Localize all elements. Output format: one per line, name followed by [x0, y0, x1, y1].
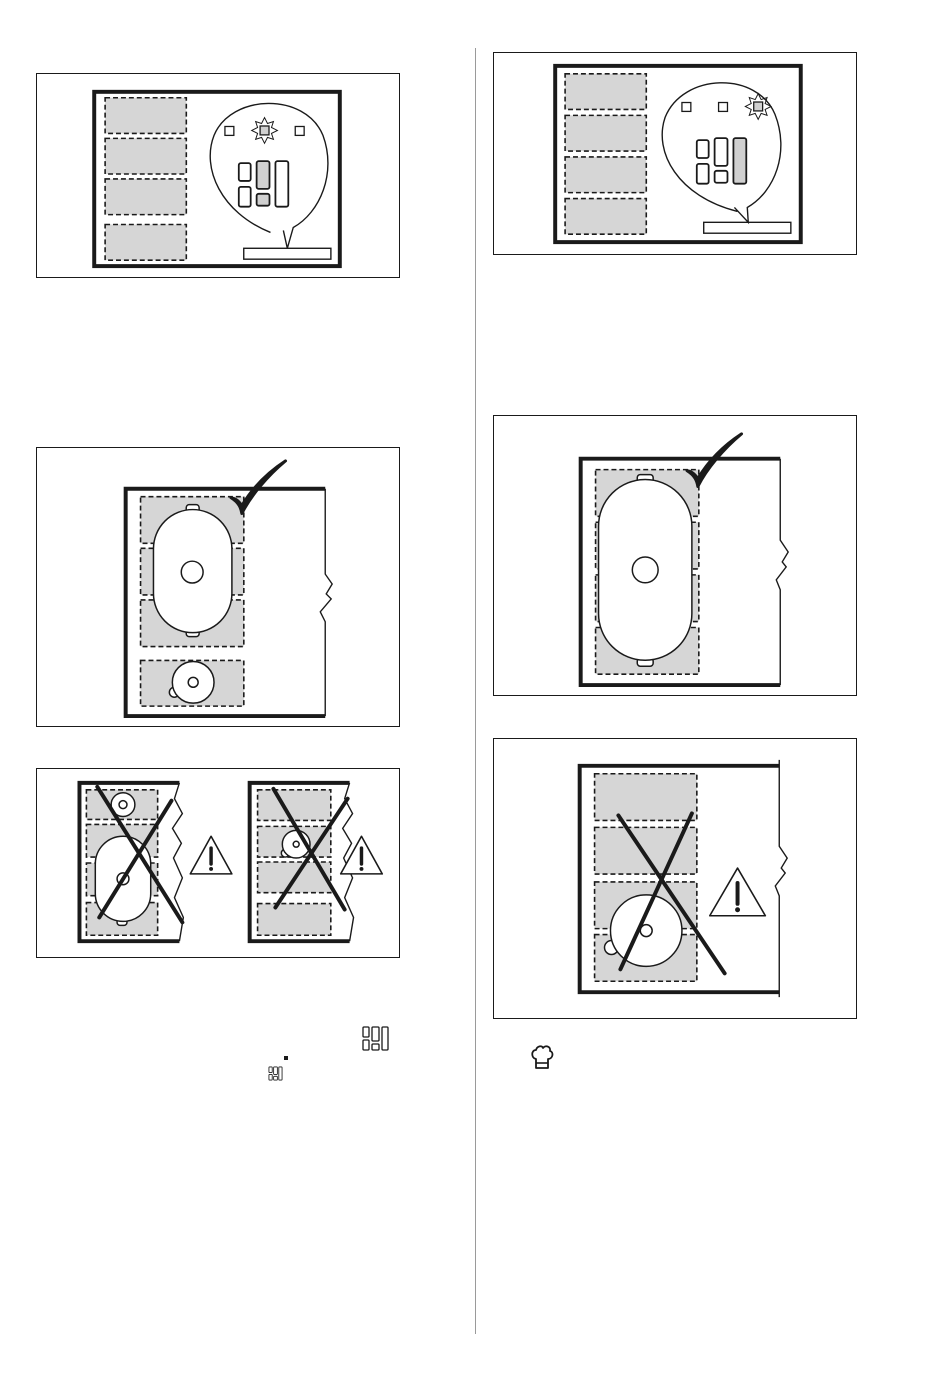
incorrect-example-1	[79, 783, 231, 941]
warning-triangle-icon	[341, 836, 383, 874]
indicator-2-lit-icon	[252, 118, 278, 144]
figure-correct-oval-pan-right	[493, 415, 857, 696]
cooking-zone-1	[105, 98, 186, 134]
bridge-zone-display-icon	[697, 138, 747, 184]
cooking-zone-3	[105, 179, 186, 215]
figure-correct-oval-pan-left	[36, 447, 400, 727]
incorrect-usage-diagram-right	[494, 739, 856, 1018]
cooking-zone-1	[565, 74, 646, 110]
incorrect-example-2	[250, 783, 383, 941]
cooking-zone-1	[595, 774, 697, 821]
warning-triangle-icon	[710, 868, 766, 916]
cooking-zone-2	[105, 138, 186, 174]
cooking-zone-4	[565, 199, 646, 235]
figure-control-panel-left	[36, 73, 400, 278]
hob-cut-edge	[320, 489, 332, 716]
dot-icon	[284, 1056, 288, 1060]
indicator-3-lit-icon	[745, 94, 771, 120]
hob-cut-edge	[776, 459, 788, 685]
control-panel-diagram	[37, 74, 399, 277]
control-strip	[704, 222, 791, 233]
indicator-1	[682, 103, 691, 112]
column-divider	[475, 48, 476, 1334]
bridge-zone-small-icon	[268, 1066, 283, 1081]
cooking-zone-4	[258, 904, 331, 936]
correct-usage-diagram-right	[494, 416, 856, 695]
bridge-zone-icon	[361, 1025, 391, 1053]
warning-triangle-icon	[190, 836, 232, 874]
incorrect-usage-diagram	[37, 769, 399, 957]
cooking-zone-4	[105, 225, 186, 261]
indicator-3	[295, 126, 304, 135]
cooking-zone-3	[565, 157, 646, 193]
indicator-2	[719, 103, 728, 112]
indicator-1	[225, 126, 234, 135]
figure-incorrect-large-pan	[493, 738, 857, 1019]
correct-usage-diagram	[37, 448, 399, 726]
control-strip	[244, 248, 331, 259]
control-panel-diagram-right	[494, 53, 856, 254]
hob-cut-edge	[775, 760, 787, 997]
cooking-zone-1	[258, 790, 331, 821]
cooking-zone-2	[565, 115, 646, 151]
oval-pan	[599, 475, 692, 667]
figure-incorrect-positions-pair	[36, 768, 400, 958]
figure-control-panel-right	[493, 52, 857, 255]
chef-hat-icon	[530, 1045, 554, 1071]
bridge-zone-display-icon	[239, 161, 289, 207]
oval-pan	[153, 505, 231, 637]
